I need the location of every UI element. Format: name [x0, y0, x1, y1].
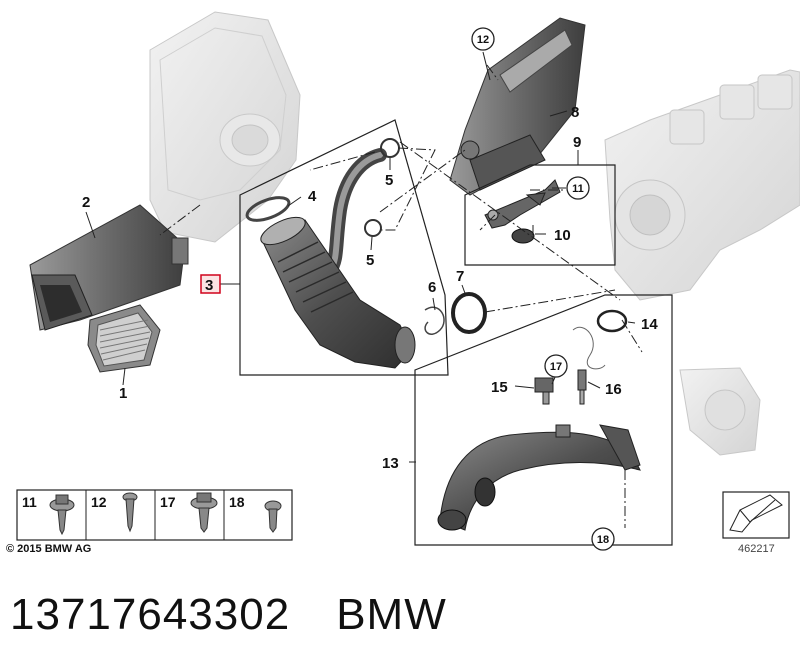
callout-7[interactable]: 7 — [456, 268, 464, 285]
part-10-rubber-grommet — [511, 228, 535, 244]
callout-16[interactable]: 16 — [605, 381, 622, 398]
callout-1[interactable]: 1 — [119, 385, 127, 402]
part-9-group-frame — [464, 164, 616, 266]
turbocharger-ghost — [604, 69, 800, 456]
part-2-intake-duct — [29, 204, 189, 331]
callout-18-circle[interactable]: 18 — [591, 527, 615, 551]
legend-label-18: 18 — [229, 494, 245, 510]
part-6-spring-clip — [424, 306, 445, 335]
fastener-legend: 11 12 17 18 — [16, 489, 293, 541]
air-filter-housing-ghost — [149, 11, 301, 243]
callout-12-circle[interactable]: 12 — [471, 27, 495, 51]
callout-5-lower[interactable]: 5 — [366, 252, 374, 269]
diagram-number: 462217 — [738, 543, 775, 555]
part-14-o-ring — [596, 309, 628, 333]
part-5-o-ring-upper — [380, 138, 400, 158]
part-caption: 13717643302 BMW — [10, 590, 447, 640]
callout-11: 11 — [572, 183, 584, 195]
flange-screw-icon — [190, 492, 218, 533]
part-13-group-frame — [414, 294, 673, 546]
flange-screw-icon — [49, 494, 75, 536]
part-11-screw-small — [525, 192, 546, 206]
part-7-seal-ring — [451, 292, 487, 334]
orientation-arrow-icon — [722, 491, 790, 539]
part-3-intake-hose — [260, 148, 416, 369]
dash-dot-lines — [159, 64, 643, 528]
part-3-highlight-box[interactable] — [200, 274, 221, 294]
callout-18: 18 — [597, 534, 609, 546]
sensor-wire — [572, 327, 606, 370]
callout-10[interactable]: 10 — [554, 227, 571, 244]
part-13-charge-air-pipe — [437, 424, 641, 531]
part-15-pressure-sensor — [534, 377, 554, 405]
part-8-resonator — [449, 17, 586, 196]
callout-8[interactable]: 8 — [571, 104, 579, 121]
brand-name: BMW — [336, 590, 447, 639]
part-number: 13717643302 — [10, 590, 291, 639]
callout-13[interactable]: 13 — [382, 455, 399, 472]
legend-label-12: 12 — [91, 494, 107, 510]
copyright-notice: © 2015 BMW AG — [6, 543, 92, 555]
legend-label-17: 17 — [160, 494, 176, 510]
callout-17-circle[interactable]: 17 — [544, 354, 568, 378]
leader-lines — [85, 51, 636, 463]
legend-label-11: 11 — [22, 494, 37, 510]
callout-4[interactable]: 4 — [308, 188, 317, 205]
part-4-hose-clamp — [245, 196, 291, 222]
callout-12: 12 — [477, 34, 489, 46]
callout-14[interactable]: 14 — [641, 316, 658, 333]
part-1-grille — [87, 304, 161, 373]
part-3-group-frame — [239, 119, 449, 376]
part-9-bracket — [484, 179, 561, 229]
callout-5-upper[interactable]: 5 — [385, 172, 393, 189]
part-16-temperature-sensor — [577, 369, 587, 405]
callout-6[interactable]: 6 — [428, 279, 436, 296]
callout-2[interactable]: 2 — [82, 194, 90, 211]
callout-9[interactable]: 9 — [573, 134, 581, 151]
callout-17: 17 — [550, 361, 562, 373]
callout-3[interactable]: 3 — [205, 277, 213, 294]
callout-15[interactable]: 15 — [491, 379, 508, 396]
pan-head-screw-icon — [264, 500, 282, 533]
callout-11-circle[interactable]: 11 — [566, 176, 590, 200]
part-5-o-ring-lower — [364, 219, 382, 237]
self-tapping-screw-icon — [122, 492, 138, 533]
